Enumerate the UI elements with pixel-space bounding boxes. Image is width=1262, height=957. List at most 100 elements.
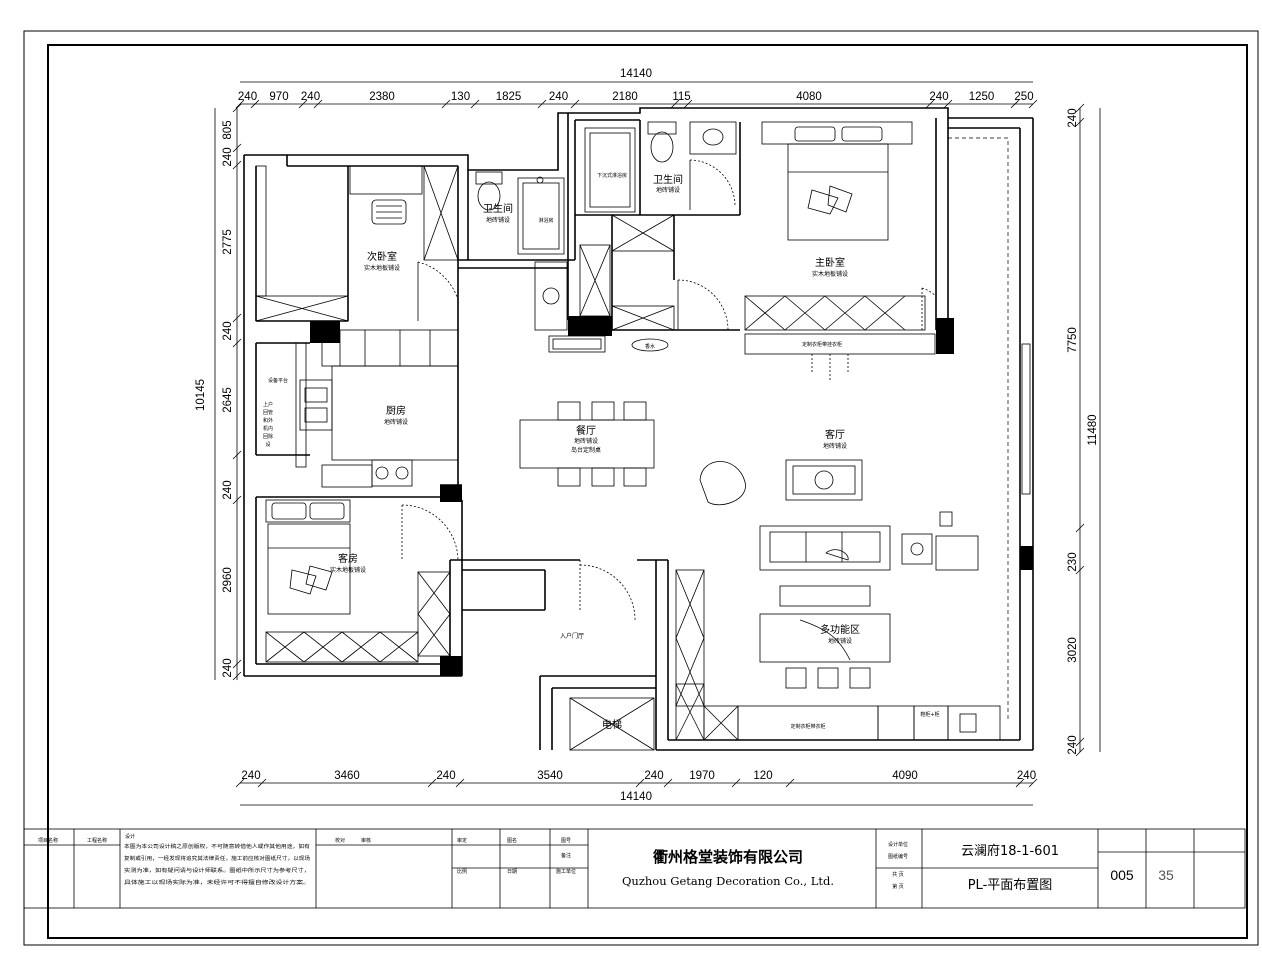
- title-block-label-3: 校对: [335, 837, 345, 844]
- sheet-outer-border: [23, 30, 1259, 946]
- top-dimension-11: 1250: [969, 91, 995, 103]
- top-dimension-0: 240: [238, 91, 257, 103]
- label-kitchen: 厨房: [386, 404, 406, 417]
- kitchen-side-note-line-2: 和外: [263, 417, 273, 424]
- bottom-dimension-3: 3540: [537, 770, 563, 782]
- bottom-dimension-6: 120: [753, 770, 772, 782]
- right-dimension-1: 7750: [1067, 327, 1079, 353]
- furniture: [255, 121, 1031, 751]
- title-block-label-1: 工程名称: [87, 837, 107, 844]
- label-shower2: 下沉式淋浴房: [597, 172, 627, 179]
- title-block-small-labels: 项目名称工程名称设计校对审核审定图名图号比例日期备注施工单位设计单位图纸编号共 …: [38, 833, 908, 890]
- title-block-note-line-1: 复制或引用，一经发现将追究其法律责任，施工前应核对图纸尺寸，以现场: [124, 855, 310, 862]
- left-dimension-7: 240: [222, 658, 234, 677]
- title-block-note-line-0: 本图为本公司设计稿之原创版权，不可随意转借他人或作其他用途，如有: [124, 843, 310, 850]
- right-segment-dimensions: 240 7750 230 3020 240: [1067, 108, 1079, 754]
- right-dimension-3: 3020: [1067, 637, 1079, 663]
- left-dimension-6: 2960: [222, 567, 234, 593]
- title-block: [23, 828, 1246, 909]
- bottom-dimension-4: 240: [644, 770, 663, 782]
- label-second-bedroom: 次卧室: [367, 250, 397, 263]
- kitchen-side-note-line-3: 机内: [263, 425, 273, 432]
- title-block-label-10: 备注: [561, 852, 571, 859]
- bottom-dimension-7: 4090: [892, 770, 918, 782]
- left-dimension-1: 240: [222, 147, 234, 166]
- title-block-label-8: 比例: [457, 868, 467, 875]
- balcony-outline: [948, 137, 1009, 720]
- label-cabinet-note: 定制衣柜带衣柜: [790, 723, 825, 730]
- label-bath1: 卫生间: [483, 202, 513, 215]
- top-dimension-9: 4080: [796, 91, 822, 103]
- label-bath2: 卫生间: [653, 173, 683, 186]
- project-name: 云澜府18-1-601: [961, 844, 1059, 859]
- top-dimension-7: 2180: [612, 91, 638, 103]
- label-living-floor: 地砖铺设: [823, 442, 847, 450]
- title-block-label-0: 项目名称: [38, 837, 58, 844]
- top-dimension-1: 970: [269, 91, 288, 103]
- right-dimension-4: 240: [1067, 735, 1079, 754]
- label-kitchen-floor: 地砖铺设: [384, 418, 408, 426]
- company-name-en: Quzhou Getang Decoration Co., Ltd.: [622, 874, 834, 888]
- label-shower1: 淋浴房: [538, 217, 553, 224]
- label-living: 客厅: [825, 428, 845, 441]
- title-block-label-5: 审定: [457, 837, 467, 844]
- drawing-name: PL-平面布置图: [968, 878, 1053, 893]
- top-dimension-3: 2380: [369, 91, 395, 103]
- label-dining-floor: 地砖铺设: [574, 437, 598, 445]
- title-block-label-2: 设计: [125, 833, 135, 840]
- bottom-dimension-1: 3460: [334, 770, 360, 782]
- label-master-floor: 实木地板铺设: [812, 270, 848, 278]
- title-block-note-line-3: 具体施工以现场实际为准，未经许可不得擅自修改设计方案。: [124, 879, 310, 886]
- title-block-note-line-2: 实测为准，如有疑问请与设计师联系。图纸中所示尺寸为参考尺寸，: [124, 867, 310, 874]
- label-master-bedroom: 主卧室: [815, 256, 845, 269]
- left-dimension-3: 240: [222, 321, 234, 340]
- sheet-number: 35: [1158, 867, 1174, 883]
- top-dimension-5: 1825: [496, 91, 522, 103]
- label-multifunction-floor: 地砖铺设: [828, 637, 852, 645]
- top-total-dimension: 14140: [620, 68, 652, 80]
- right-dimension-2: 230: [1067, 552, 1079, 571]
- title-block-label-7: 图号: [561, 838, 571, 844]
- title-block-label-6: 图名: [507, 837, 517, 844]
- sheet-inner-border: [47, 44, 1248, 939]
- title-block-label-15: 第 页: [892, 883, 904, 890]
- title-block-label-4: 审核: [361, 837, 371, 844]
- bottom-total-dimension: 14140: [620, 791, 652, 803]
- label-round-table: 香水: [645, 343, 655, 350]
- label-entrance: 入户门厅: [560, 632, 584, 640]
- top-dimension-6: 240: [549, 91, 568, 103]
- bottom-dimension-0: 240: [241, 770, 260, 782]
- left-dimension-0: 805: [222, 120, 234, 139]
- label-wardrobe-note: 定制衣柜带挂衣柜: [802, 341, 842, 348]
- right-total-dimension: 11480: [1087, 414, 1099, 445]
- label-shoe-note: 鞋柜+柜: [920, 711, 939, 718]
- label-bath2-floor: 地砖铺设: [656, 186, 680, 194]
- drawing-number: 005: [1110, 867, 1134, 883]
- title-block-notes: 本图为本公司设计稿之原创版权，不可随意转借他人或作其他用途，如有复制或引用，一经…: [124, 843, 310, 886]
- label-bath1-floor: 地砖铺设: [486, 216, 510, 224]
- dimension-lines: [214, 81, 1101, 806]
- kitchen-side-note-line-1: 回管: [263, 409, 273, 416]
- kitchen-side-note-line-5: 设: [265, 441, 270, 448]
- left-total-dimension: 10145: [195, 379, 207, 411]
- left-dimension-4: 2645: [222, 387, 234, 413]
- top-dimension-4: 130: [451, 91, 470, 103]
- label-equipment-platform: 设备平台: [268, 377, 288, 384]
- top-dimension-12: 250: [1014, 91, 1033, 103]
- title-block-label-11: 施工单位: [556, 868, 576, 875]
- label-multifunction: 多功能区: [820, 623, 860, 636]
- right-dimension-0: 240: [1067, 108, 1079, 127]
- label-dining: 餐厅: [576, 424, 596, 437]
- label-dining-note: 岛台定制桌: [571, 446, 601, 454]
- bottom-dimension-2: 240: [436, 770, 455, 782]
- left-dimension-5: 240: [222, 480, 234, 499]
- label-elevator: 电梯: [602, 718, 622, 731]
- top-dimension-8: 115: [672, 91, 690, 103]
- title-block-label-14: 共 页: [892, 871, 904, 878]
- title-block-label-13: 图纸编号: [888, 853, 908, 860]
